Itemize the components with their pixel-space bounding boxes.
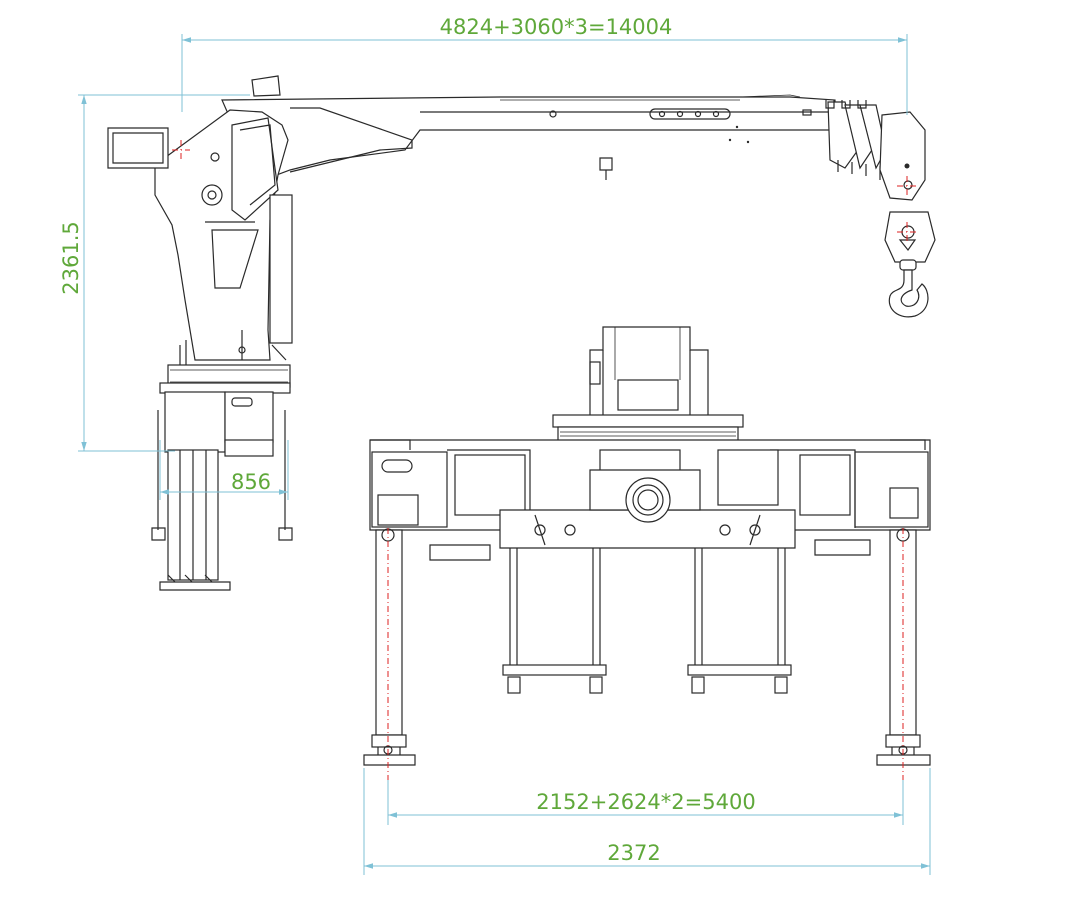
slewing-ring-front <box>552 414 744 442</box>
base-width-label: 2372 <box>607 841 660 865</box>
outrigger-leg-left <box>363 528 416 766</box>
chassis-frame <box>369 439 931 561</box>
turret-front <box>589 326 709 419</box>
tie-rods <box>502 548 792 694</box>
side-width-label: 856 <box>231 470 271 494</box>
boom-reach-label: 4824+3060*3=14004 <box>440 15 673 39</box>
telescopic-boom <box>221 94 926 201</box>
front-view <box>363 326 931 780</box>
hook-block <box>884 211 936 318</box>
base-side <box>151 391 293 591</box>
outrigger-span-label: 2152+2624*2=5400 <box>536 790 755 814</box>
crane-column <box>107 75 293 365</box>
dimension-labels: 4824+3060*3=14004 2361.5 856 2152+2624*2… <box>59 15 756 865</box>
side-view <box>107 75 936 591</box>
slewing-ring-side <box>159 364 291 394</box>
height-label: 2361.5 <box>59 221 83 294</box>
dimension-lines <box>78 34 931 875</box>
